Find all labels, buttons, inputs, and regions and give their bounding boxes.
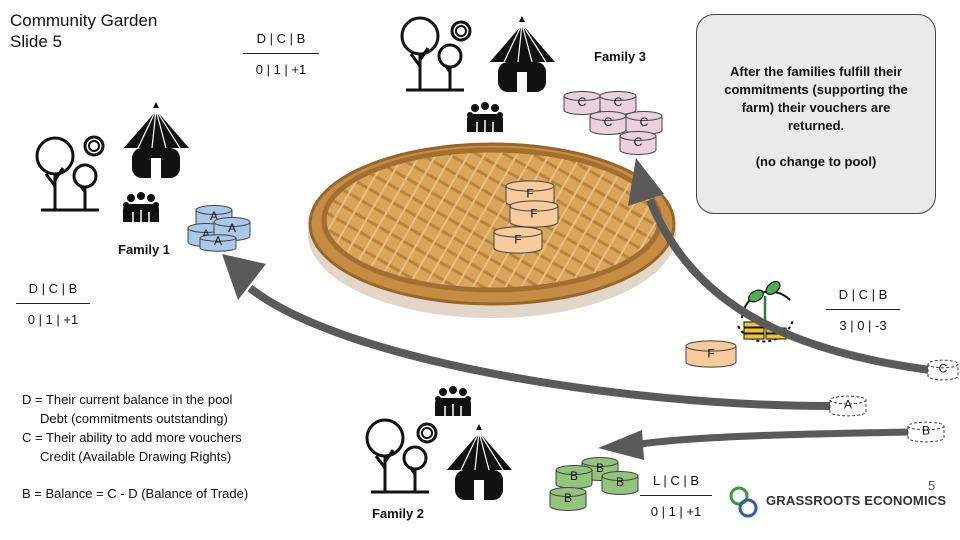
explanation-callout: After the families fulfill their commitm… xyxy=(696,14,936,214)
family3-icons xyxy=(400,15,556,133)
callout-note-text: (no change to pool) xyxy=(755,154,877,169)
people-icon xyxy=(122,191,160,223)
family1-label: Family 1 xyxy=(118,242,171,257)
token-a-label: A xyxy=(202,227,210,241)
hut-icon xyxy=(445,423,513,501)
token-c-label: C xyxy=(578,95,587,109)
token-b: B xyxy=(601,471,639,495)
ledger-family1-header: D | C | B xyxy=(16,281,90,304)
slide-title-line2: Slide 5 xyxy=(10,32,62,51)
token-a: A xyxy=(829,395,867,417)
ledger-family3: D | C | B 0 | 1 | +1 xyxy=(243,31,319,77)
token-c: C xyxy=(625,111,663,135)
token-c-label: C xyxy=(614,95,623,109)
callout-main-text: After the families fulfill their commitm… xyxy=(724,64,908,133)
token-a: A xyxy=(213,217,251,241)
ledger-family2: L | C | B 0 | 1 | +1 xyxy=(640,473,712,519)
token-f-label: F xyxy=(707,347,714,361)
token-b-label: B xyxy=(922,424,930,438)
token-f: F xyxy=(509,200,559,228)
family3-label: Family 3 xyxy=(594,49,647,64)
token-f-label: F xyxy=(530,207,537,221)
ledger-farm: D | C | B 3 | 0 | -3 xyxy=(826,287,900,333)
page-number: 5 xyxy=(928,478,936,493)
family2-icons xyxy=(365,385,513,501)
token-b: B xyxy=(907,421,945,443)
arrow-a-head xyxy=(222,254,266,300)
token-b-label: B xyxy=(596,461,604,475)
legend-d-line: D = Their current balance in the pool xyxy=(22,392,233,407)
grassroots-logo-icon xyxy=(729,486,758,518)
arrows xyxy=(222,158,931,460)
family1-icons xyxy=(35,101,190,223)
token-b-label: B xyxy=(564,491,572,505)
ledger-family1-values: 0 | 1 | +1 xyxy=(27,312,79,327)
people-icon xyxy=(466,101,504,133)
tree-icon xyxy=(400,16,466,92)
people-icon xyxy=(434,385,472,417)
token-b: B xyxy=(549,487,587,511)
token-f-label: F xyxy=(514,233,521,247)
ledger-farm-header: D | C | B xyxy=(826,287,900,310)
ledger-family1: D | C | B 0 | 1 | +1 xyxy=(16,281,90,327)
token-c-label: C xyxy=(939,362,948,376)
token-b: B xyxy=(555,465,593,489)
token-c: C xyxy=(599,91,637,115)
token-b-label: B xyxy=(616,475,624,489)
arrow-c-return xyxy=(646,198,931,374)
basket-image xyxy=(308,142,676,318)
token-c: C xyxy=(563,91,601,115)
ledger-family2-values: 0 | 1 | +1 xyxy=(650,504,702,519)
arrow-b-return xyxy=(639,428,911,448)
slide-title: Community Garden Slide 5 xyxy=(10,10,157,52)
legend-d-detail: Debt (commitments outstanding) xyxy=(40,411,228,426)
slide-title-line1: Community Garden xyxy=(10,11,158,30)
ledger-family3-values: 0 | 1 | +1 xyxy=(255,62,307,77)
hut-icon xyxy=(488,15,556,93)
legend: D = Their current balance in the pool De… xyxy=(22,390,248,503)
token-a-label: A xyxy=(210,209,218,223)
ledger-family2-header: L | C | B xyxy=(640,473,712,496)
hut-icon xyxy=(122,101,190,179)
token-f: F xyxy=(493,226,543,254)
sun-icon xyxy=(83,135,105,157)
token-f: F xyxy=(685,340,737,368)
ledger-farm-values: 3 | 0 | -3 xyxy=(839,318,887,333)
token-f-label: F xyxy=(526,187,533,201)
brand-name: GRASSROOTS ECONOMICS xyxy=(766,493,947,508)
token-b-label: B xyxy=(570,469,578,483)
legend-b-line: B = Balance = C - D (Balance of Trade) xyxy=(22,486,249,501)
arrow-b-head xyxy=(598,430,644,460)
token-c: C xyxy=(589,111,627,135)
arrow-a-return xyxy=(247,284,831,410)
legend-c-detail: Credit (Available Drawing Rights) xyxy=(40,449,232,464)
sun-icon xyxy=(416,422,438,444)
token-c: C xyxy=(927,359,959,381)
token-a-label: A xyxy=(214,234,222,248)
token-a-label: A xyxy=(228,221,236,235)
token-c-label: C xyxy=(604,115,613,129)
token-c: C xyxy=(619,131,657,155)
token-a: A xyxy=(199,234,237,252)
token-a-label: A xyxy=(844,398,852,412)
arrow-c-head xyxy=(628,158,664,206)
ledger-family3-header: D | C | B xyxy=(243,31,319,54)
sun-icon xyxy=(450,20,472,42)
token-c-label: C xyxy=(634,135,643,149)
legend-c-line: C = Their ability to add more vouchers xyxy=(22,430,242,445)
token-c-label: C xyxy=(640,115,649,129)
family2-label: Family 2 xyxy=(372,506,425,521)
